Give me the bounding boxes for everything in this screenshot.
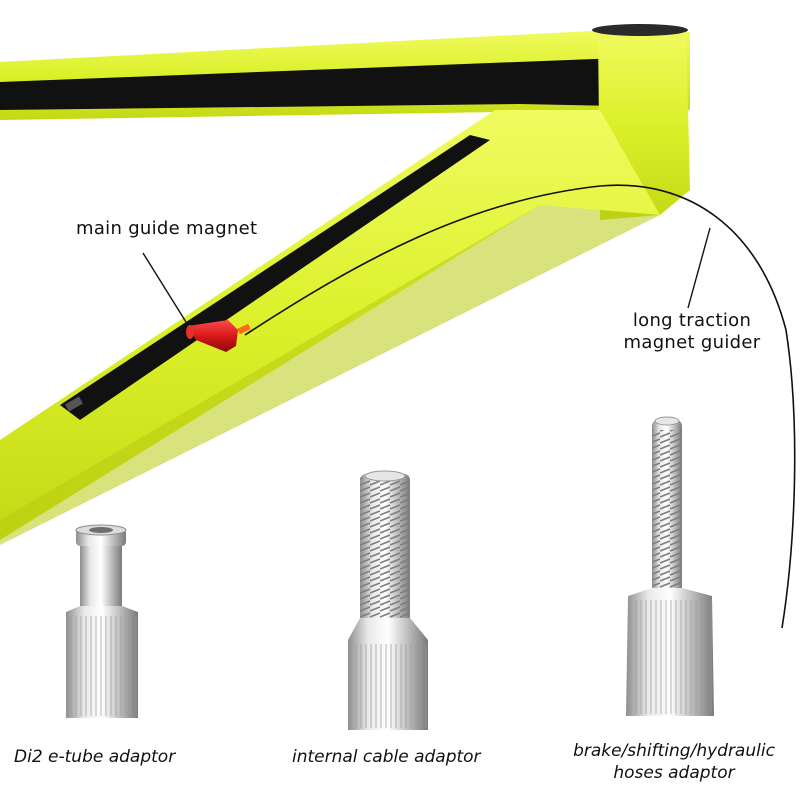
- long-traction-line1: long traction: [632, 310, 752, 331]
- long-traction-guider-label: long traction magnet guider: [614, 310, 770, 354]
- internal-cable-adaptor-image: [348, 470, 428, 730]
- down-tube-stripe: [60, 135, 490, 420]
- top-tube-stripe: [0, 58, 676, 110]
- down-tube-shadow: [0, 205, 660, 545]
- bike-frame: [0, 24, 690, 545]
- main-guide-magnet-label: main guide magnet: [76, 218, 258, 239]
- main-guide-magnet: [186, 320, 251, 352]
- brake-label-line2: hoses adaptor: [613, 763, 735, 783]
- frame-bolt: [65, 396, 83, 412]
- brake-label-line1: brake/shifting/hydraulic: [573, 741, 775, 761]
- guide-wire: [244, 184, 796, 629]
- di2-adaptor-image: [66, 524, 138, 718]
- brake-hose-adaptor-image: [626, 416, 714, 716]
- magnet-pointer-line: [142, 252, 187, 323]
- internal-cable-adaptor-label: internal cable adaptor: [292, 747, 481, 767]
- guider-pointer-line: [687, 227, 711, 309]
- di2-adaptor-label: Di2 e-tube adaptor: [14, 747, 176, 767]
- head-tube-cap: [592, 24, 688, 36]
- brake-hose-adaptor-label: brake/shifting/hydraulic hoses adaptor: [558, 740, 790, 784]
- long-traction-line2: magnet guider: [623, 332, 761, 353]
